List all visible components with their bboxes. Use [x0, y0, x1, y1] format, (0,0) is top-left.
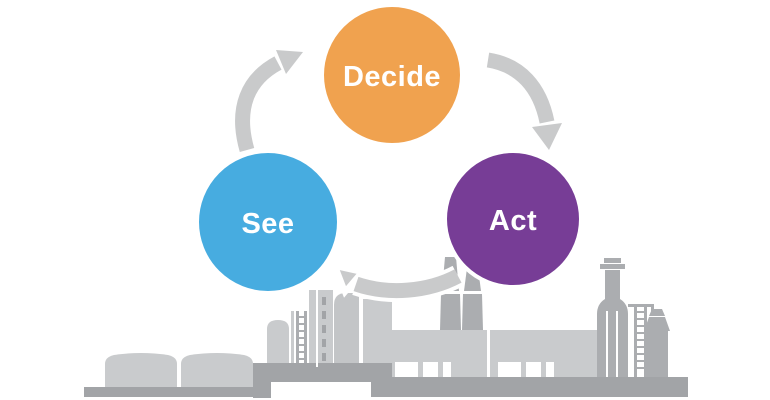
bridge-deck: [253, 363, 392, 382]
see-circle: [195, 149, 341, 295]
ground-left: [84, 387, 254, 397]
arrowhead: [276, 50, 303, 74]
tall-building: [309, 290, 333, 367]
factory-detail-structures: [296, 257, 670, 377]
ladder: [296, 311, 307, 367]
storage-tank: [181, 353, 253, 387]
act-node: Act: [443, 149, 583, 289]
cycle-arrows: [235, 50, 562, 302]
decide-label: Decide: [343, 61, 441, 93]
crown-vessel: [644, 309, 670, 377]
act-circle: [443, 149, 583, 289]
small-vessel: [267, 320, 289, 367]
factory-light-structures: [105, 290, 597, 387]
ground-right: [371, 377, 688, 397]
see-node: See: [195, 149, 341, 295]
distillation-column: [597, 258, 628, 377]
decide-circle: [320, 3, 464, 147]
factory-silhouette: [84, 257, 688, 398]
rounded-tower: [334, 293, 359, 367]
arrowhead: [532, 123, 562, 150]
arrow-act-to-see: [330, 261, 464, 302]
window-dashes: [322, 297, 326, 361]
warehouse: [387, 330, 597, 377]
arrow-decide-to-act: [486, 52, 562, 150]
bridge-leg: [253, 382, 271, 398]
arrow-see-to-decide: [235, 50, 303, 153]
arrowhead: [330, 261, 368, 298]
factory-white-cutouts: [316, 290, 618, 377]
act-label: Act: [489, 205, 537, 237]
factory-ground: [84, 297, 688, 398]
pipe: [291, 311, 294, 367]
cycle-nodes: Decide See Act: [195, 3, 583, 295]
storage-tank: [105, 353, 177, 387]
decide-node: Decide: [320, 3, 464, 147]
ladder: [634, 307, 647, 377]
see-label: See: [241, 208, 294, 240]
